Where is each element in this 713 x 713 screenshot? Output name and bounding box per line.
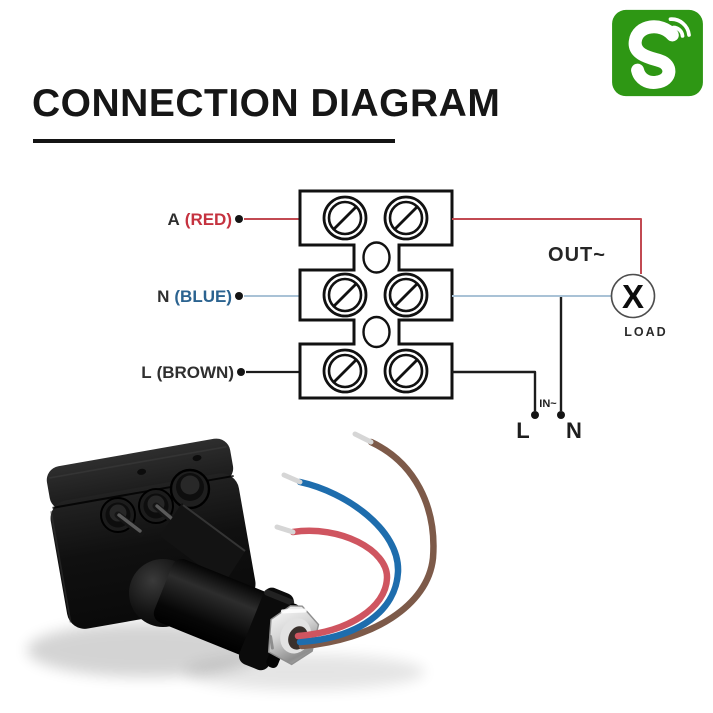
pigtail-wires — [274, 431, 437, 650]
block-bridge-hole — [362, 241, 391, 274]
wire-a-node — [235, 215, 243, 223]
out-label: OUT~ — [548, 244, 606, 266]
wire-red — [289, 527, 391, 640]
screw-terminal — [322, 195, 368, 241]
input-n-label: N — [566, 418, 582, 443]
wire-n-left — [235, 292, 300, 300]
brand-logo — [612, 9, 703, 97]
s-logo-icon — [628, 20, 679, 89]
page-title: CONNECTION DIAGRAM — [32, 82, 501, 125]
wire-label-n: N(BLUE) — [157, 287, 232, 306]
wifi-waves-icon — [668, 17, 691, 38]
input-l-node — [531, 411, 539, 419]
wire-l-node — [237, 368, 245, 376]
photo-shadow — [185, 654, 425, 690]
load-x-symbol: X — [622, 278, 644, 315]
wire-l-input — [452, 370, 537, 411]
screw-terminal — [383, 348, 429, 394]
adjustment-knobs — [100, 468, 211, 537]
wire-brown — [298, 438, 437, 650]
wire-blue-ferrule — [281, 472, 303, 485]
load-circle — [610, 273, 656, 319]
wire-red-ferrule — [274, 524, 296, 535]
schematic: A(RED) N(BLUE) L(BROWN) — [141, 189, 667, 443]
knob — [138, 488, 182, 529]
wire-blue — [296, 478, 402, 646]
sensor-switch-photo — [27, 431, 437, 690]
swivel-bracket — [160, 503, 246, 584]
s-curve — [628, 20, 679, 89]
screw-terminal — [322, 348, 368, 394]
wire-a-to-load — [452, 218, 642, 274]
screw-terminal — [383, 195, 429, 241]
input-l-label: L — [516, 418, 529, 443]
wire-n-node — [235, 292, 243, 300]
knob — [100, 497, 145, 537]
screw-terminal — [383, 272, 429, 318]
wire-l-left — [237, 368, 300, 376]
knob — [169, 468, 211, 510]
wire-brown-ferrule — [352, 431, 374, 445]
wire-label-l: L(BROWN) — [141, 363, 234, 382]
title-underline — [33, 139, 395, 143]
in-label: IN~ — [539, 398, 557, 410]
screw-terminals — [322, 195, 429, 394]
block-bridge-hole — [362, 315, 391, 349]
wire-a-left — [235, 215, 300, 223]
screw-terminal — [322, 272, 368, 318]
input-n-node — [557, 411, 565, 419]
wire-label-a: A(RED) — [168, 210, 233, 229]
terminal-block — [298, 189, 454, 400]
load-label: LOAD — [624, 325, 667, 339]
